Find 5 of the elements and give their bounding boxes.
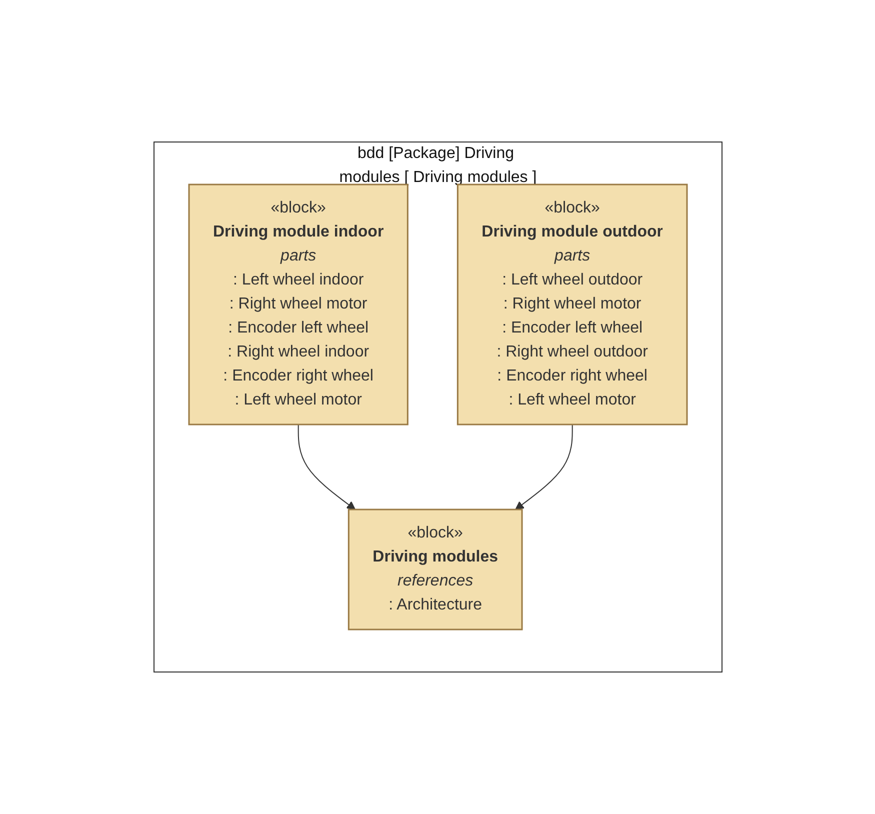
node-box: «block» Driving modules references : Architecture [347, 508, 522, 630]
arrow [297, 424, 356, 510]
node-box: «block» Driving module indoor parts : Left wheel indoor : Right wheel motor : Encoder left wheel : Right wheel indoor : Encoder right wheel : Left wheel motor [188, 184, 408, 426]
arrow [514, 424, 572, 510]
node-box: «block» Driving module outdoor parts : Left wheel outdoor : Right wheel motor : Encoder left wheel : Right wheel outdoor : Encoder right wheel : Left wheel motor [456, 184, 688, 426]
